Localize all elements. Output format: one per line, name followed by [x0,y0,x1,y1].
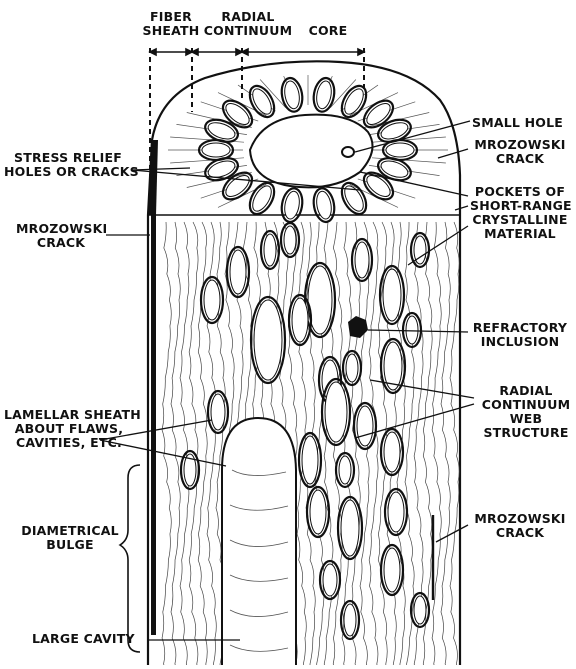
flaw-hole [339,456,351,484]
flaw-hole [325,382,347,442]
flaw-hole [341,86,367,117]
flaw-hole [302,436,318,484]
flaw-hole [249,183,275,214]
flaw-hole [264,234,276,266]
flaw-hole [384,432,400,472]
diametrical-bulge-brace [120,465,140,652]
texture-line [171,222,180,665]
flaw-hole [384,548,400,592]
flaw-hole [414,596,426,624]
small-hole-label: SMALL HOLE [472,116,563,130]
texture-line [441,222,450,665]
flaw-hole [310,490,326,534]
texture-line [189,222,198,665]
flaw-hole [204,280,220,320]
small-hole [342,147,354,157]
flaw-hole [355,242,369,278]
flaw-hole [230,250,246,294]
flaw-hole [249,86,275,117]
flaw-hole [341,183,367,214]
flaw-hole [211,394,225,430]
flaw-hole [323,564,337,596]
flaw-hole [254,300,282,380]
texture-line [162,222,171,665]
texture-line [342,222,351,665]
flaw-hole [284,226,296,254]
flaw-hole [346,354,358,382]
flaw-hole [341,500,359,556]
leader-line [132,168,190,170]
flaw-hole [386,143,414,157]
large-cavity-label: LARGE CAVITY [32,632,135,646]
flaw-hole [388,492,404,532]
header-brackets [150,49,364,55]
flaw-hole [383,269,401,321]
flaw-hole [406,316,418,344]
leader-line [438,149,468,158]
leader-line [455,206,468,210]
flaw-hole [292,298,308,342]
mrozowski-crack-left-line [151,215,156,635]
flaw-hole [202,143,230,157]
core-header: CORE [300,24,356,38]
flaw-hole [344,604,356,636]
texture-line [180,222,189,665]
texture-line [369,222,378,665]
flaw-hole [357,406,373,446]
texture-line [450,222,459,665]
